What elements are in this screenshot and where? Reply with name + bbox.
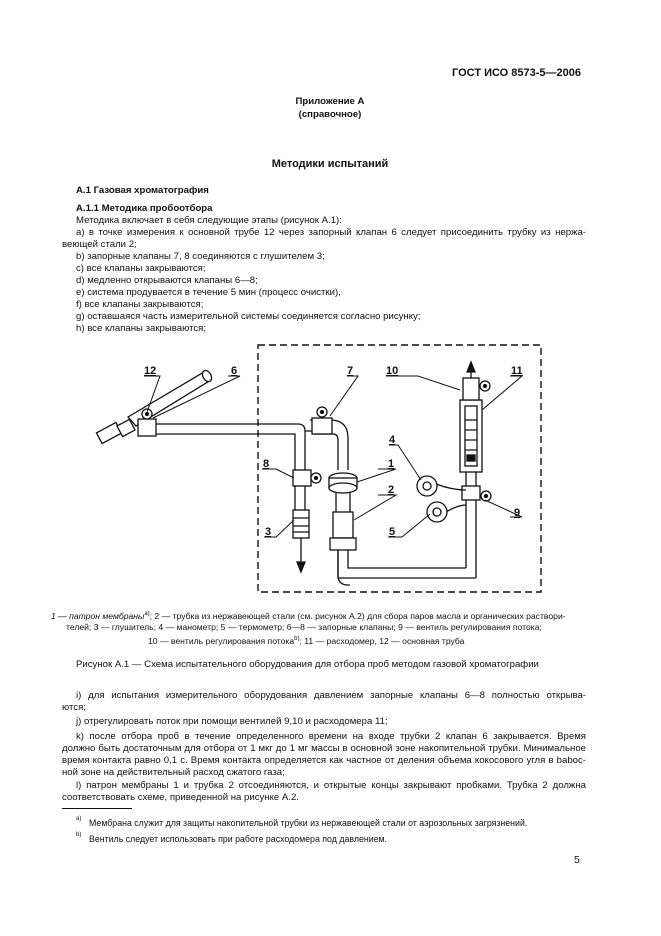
heading-a11: А.1.1 Методика пробоотбора xyxy=(76,203,213,214)
footnote-b-mark: b) xyxy=(76,832,82,838)
footnote-a-mark: а) xyxy=(76,816,82,822)
callout-6: 6 xyxy=(231,365,238,377)
footnote-rule xyxy=(62,808,132,809)
muffler xyxy=(292,509,310,574)
flow-valve-10 xyxy=(462,360,491,401)
step-i: i) для испытания измерительного оборудов… xyxy=(76,690,586,701)
leader-lines xyxy=(144,375,524,538)
figure-legend-line-2: телей; 3 — глушитель; 4 — манометр; 5 — … xyxy=(66,622,542,632)
shutoff-valve-6 xyxy=(137,408,157,437)
step-k: k) после отбора проб в течение определен… xyxy=(76,731,586,742)
bottom-pipe xyxy=(337,498,477,579)
callout-8: 8 xyxy=(263,458,270,470)
step-l: l) патрон мембраны 1 и трубка 2 отсоедин… xyxy=(76,780,586,791)
step-a-cont: веющей стали 2; xyxy=(62,239,137,250)
figure-caption: Рисунок А.1 — Схема испытательного обору… xyxy=(76,659,539,670)
figure-legend-line-1: 1 — патрон мембраныа); 2 — трубка из нер… xyxy=(51,608,566,622)
callout-11: 11 xyxy=(511,365,523,377)
callout-9: 9 xyxy=(514,507,521,519)
flow-valve-9 xyxy=(461,485,492,502)
section-title: Методики испытаний xyxy=(271,158,389,170)
annex-title: Приложение А xyxy=(295,96,365,107)
step-j: j) отрегулировать поток при помощи венти… xyxy=(76,716,388,727)
legend-rest-1: ; 2 — трубка из нержавеющей стали (см. р… xyxy=(149,610,566,621)
manometer xyxy=(416,475,467,497)
footnote-ref-b: b) xyxy=(294,636,300,642)
step-l-cont: соответствовать схеме, приведенной на ри… xyxy=(62,792,299,803)
steel-tube xyxy=(156,423,306,470)
step-e: е) система продувается в течение 5 мин (… xyxy=(76,287,341,298)
sampling-tube xyxy=(329,511,357,586)
step-c: с) все клапаны закрываются; xyxy=(76,263,206,274)
callout-12: 12 xyxy=(144,365,157,377)
footnote-b: Вентиль следует использовать при работе … xyxy=(89,834,388,844)
annex-subtitle: (справочное) xyxy=(298,109,362,120)
step-h: h) все клапаны закрываются; xyxy=(76,323,207,334)
callout-4: 4 xyxy=(389,434,396,446)
step-d: d) медленно открываются клапаны 6—8; xyxy=(76,275,258,286)
step-f: f) все клапаны закрываются; xyxy=(76,299,204,310)
callout-10: 10 xyxy=(386,365,399,377)
figure-legend-line-3: 10 — вентиль регулирования потокаb); 11 … xyxy=(148,633,464,647)
step-k-cont-2: время контакта равно 0,1 с. Время контак… xyxy=(62,755,586,766)
footnote-a: Мембрана служит для защиты накопительной… xyxy=(89,818,528,828)
shutoff-valve-8 xyxy=(292,469,322,510)
legend-rest-3: ; 11 — расходомер, 12 — основная труба xyxy=(299,635,465,646)
intro-text: Методика включает в себя следующие этапы… xyxy=(76,215,342,226)
callout-1: 1 xyxy=(388,458,395,470)
legend-item-1: 1 — патрон мембраны xyxy=(51,610,145,621)
legend-item-10: 10 — вентиль регулирования потока xyxy=(148,635,295,646)
footnote-ref-a: а) xyxy=(144,611,150,617)
heading-a1: А.1 Газовая хроматография xyxy=(76,185,209,196)
callout-5: 5 xyxy=(389,526,396,538)
step-i-cont: ются; xyxy=(62,702,86,713)
page-number: 5 xyxy=(574,854,580,866)
shutoff-valve-7 xyxy=(311,406,333,435)
flowmeter xyxy=(459,399,483,486)
step-k-cont-3: ной зоне на действительный расход сжатог… xyxy=(62,767,285,778)
callout-2: 2 xyxy=(388,484,395,496)
callout-3: 3 xyxy=(265,526,272,538)
thermometer xyxy=(426,501,467,523)
step-b: b) запорные клапаны 7, 8 соединяются с г… xyxy=(76,251,325,262)
membrane-cartridge xyxy=(328,472,358,512)
document-id: ГОСТ ИСО 8573-5—2006 xyxy=(452,67,582,79)
callout-7: 7 xyxy=(347,365,354,377)
step-a: а) в точке измерения к основной трубе 12… xyxy=(76,227,586,238)
step-g: g) оставшаяся часть измерительной систем… xyxy=(76,311,421,322)
system-boundary xyxy=(257,344,542,593)
step-k-cont-1: должно быть достаточным для отбора от 1 … xyxy=(62,743,586,754)
